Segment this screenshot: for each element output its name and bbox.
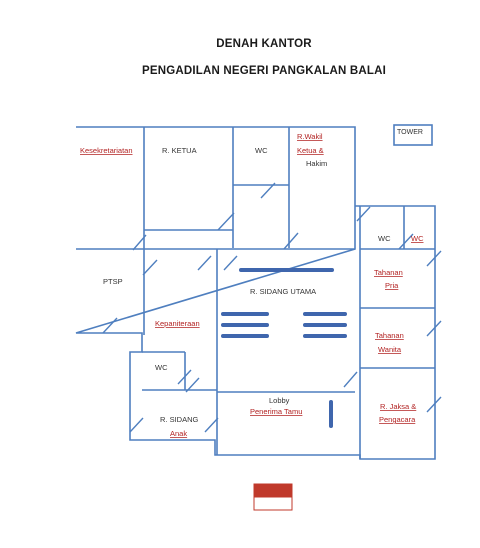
door-mark: [283, 232, 299, 250]
plan-subtitle: PENGADILAN NEGERI PANGKALAN BALAI: [141, 65, 387, 77]
walls: [75, 124, 436, 460]
room-label-lobby-line2: Penerima Tamu: [250, 407, 302, 416]
door-mark: [217, 212, 235, 231]
door-mark: [223, 255, 238, 271]
room-label-ketua: R. KETUA: [162, 146, 197, 155]
flag-icon: [253, 483, 293, 511]
room-label-lobby-line1: Lobby: [269, 396, 290, 405]
room-label-sidang-anak-line1: R. SIDANG: [160, 415, 199, 424]
door-mark: [204, 417, 219, 433]
flag-white-half: [253, 496, 293, 511]
room-label-tahanan-pria-line2: Pria: [385, 281, 399, 290]
room-label-tahanan-pria-line1: Tahanan: [374, 268, 403, 277]
door-mark: [260, 182, 276, 199]
door-mark: [132, 234, 147, 251]
room-label-kesekretariatan: Kesekretariatan: [80, 146, 133, 155]
door-mark: [426, 396, 442, 413]
tower-box: [393, 124, 433, 146]
plan-title: DENAH KANTOR: [216, 38, 312, 50]
door-mark: [129, 417, 144, 433]
door-mark: [426, 320, 442, 337]
room-label-wc-mid: WC: [155, 363, 168, 372]
door-mark: [177, 369, 192, 385]
room-label-jaksa-line1: R. Jaksa &: [380, 402, 416, 411]
outer-wall: [75, 126, 436, 460]
door-mark: [185, 377, 200, 393]
room-label-jaksa-line2: Pengacara: [379, 415, 416, 424]
room-label-wc-right1: WC: [378, 234, 391, 243]
door-marks: [102, 182, 442, 433]
room-label-wc-right2: WC: [411, 234, 424, 243]
flag-red-half: [253, 483, 293, 498]
room-label-sidang-anak-line2: Anak: [170, 429, 187, 438]
room-label-wakil-line3: Hakim: [306, 159, 327, 168]
door-mark: [356, 206, 371, 222]
room-label-wakil-line1: R.Wakil: [297, 132, 323, 141]
room-label-ptsp: PTSP: [103, 277, 123, 286]
room-labels: Kesekretariatan R. KETUA WC R.Wakil Ketu…: [80, 129, 424, 438]
door-mark: [102, 317, 118, 334]
door-mark: [398, 233, 414, 250]
room-label-sidang-utama: R. SIDANG UTAMA: [250, 287, 316, 296]
room-label-kepaniteraan: Kepaniteraan: [155, 319, 200, 328]
door-mark: [426, 250, 442, 267]
door-mark: [142, 259, 158, 276]
room-label-wc-top: WC: [255, 146, 268, 155]
room-label-wakil-line2: Ketua &: [297, 146, 324, 155]
room-label-tahanan-wanita-line2: Wanita: [378, 345, 402, 354]
room-label-tahanan-wanita-line1: Tahanan: [375, 331, 404, 340]
tower-label: TOWER: [397, 129, 423, 136]
benches: [221, 268, 347, 428]
door-mark: [197, 255, 212, 271]
door-mark: [343, 371, 358, 388]
